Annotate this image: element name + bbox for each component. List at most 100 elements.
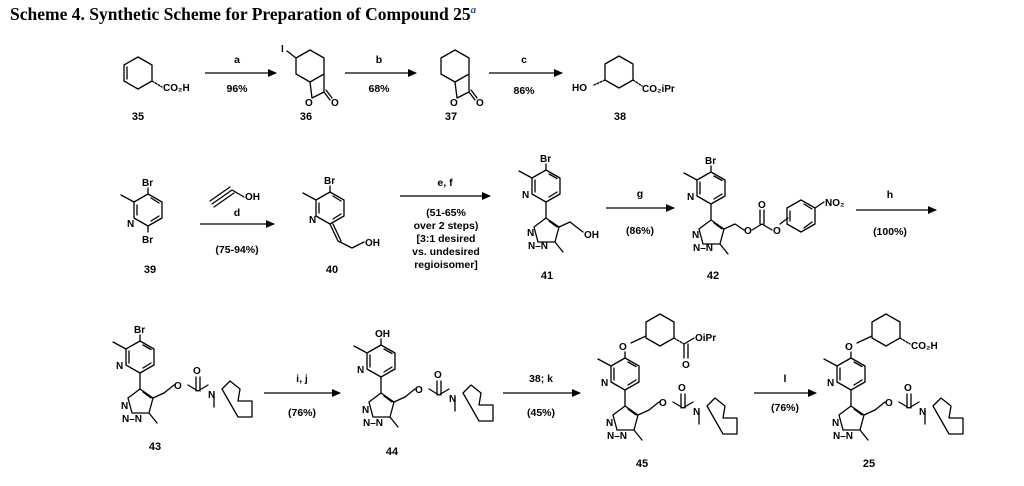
atom-n-n: N–N — [833, 431, 853, 442]
atom-nitrogen: N — [832, 418, 839, 429]
atom-nitrogen: N — [527, 228, 534, 239]
scheme-title-text: Scheme 4. Synthetic Scheme for Preparati… — [10, 4, 471, 24]
atom-oxygen: O — [659, 398, 667, 409]
compound-label-39: 39 — [144, 264, 156, 276]
arrow-ij: i, j (76%) — [264, 373, 341, 419]
atom-bromine: Br — [540, 154, 551, 165]
atom-oxygen: O — [331, 98, 339, 109]
atom-oipr: OiPr — [695, 333, 716, 344]
atom-nitrogen: N — [116, 361, 123, 372]
arrow-label-bottom: 86% — [513, 85, 535, 97]
atom-hydroxyl: OH — [365, 238, 380, 249]
compound-label-44: 44 — [386, 446, 399, 458]
arrow-b: b 68% — [345, 54, 417, 95]
atom-nitrogen: N — [601, 378, 608, 389]
atom-n-n: N–N — [693, 243, 713, 254]
compound-label-37: 37 — [445, 111, 457, 123]
arrow-c: c 86% — [489, 54, 563, 97]
arrow-label-bottom: (45%) — [527, 407, 555, 419]
atom-nitrogen: N — [208, 390, 215, 401]
atom-nitrogen: N — [687, 192, 694, 203]
compound-label-35: 35 — [132, 111, 144, 123]
compound-35: CO₂H 35 — [123, 56, 190, 123]
arrow-label-top: c — [521, 54, 527, 66]
arrow-k: 38; k (45%) — [503, 373, 581, 419]
compound-42: Br N NO₂ O O O N N–N 42 — [683, 156, 844, 282]
compound-label-43: 43 — [149, 441, 161, 453]
compound-45: O OiPr O N O O N N N–N 45 — [597, 313, 738, 470]
arrow-label-top: l — [784, 373, 787, 385]
arrow-label-top: b — [376, 54, 382, 66]
atom-oxygen: O — [415, 385, 423, 396]
atom-nitrogen: N — [606, 418, 613, 429]
atom-nitrogen: N — [692, 230, 699, 241]
compound-43: Br N O O N N N–N 43 — [112, 325, 253, 453]
compound-40: Br N OH 40 — [302, 176, 380, 276]
atom-oxygen: O — [682, 360, 690, 371]
arrow-label-top: h — [887, 189, 893, 201]
arrow-a: a 96% — [205, 54, 277, 95]
arrow-label-bottom: (100%) — [873, 226, 907, 238]
atom-oxygen: O — [744, 226, 752, 237]
compound-label-38: 38 — [614, 111, 626, 123]
atom-oxygen: O — [619, 342, 627, 353]
atom-co2h: CO₂H — [911, 341, 938, 352]
atom-oxygen: O — [773, 226, 781, 237]
arrow-label-bottom: (86%) — [626, 225, 654, 237]
arrow-note-line: regioisomer] — [414, 259, 478, 271]
atom-oxygen: O — [174, 381, 182, 392]
atom-bromine: Br — [705, 156, 716, 167]
arrow-h: h (100%) — [856, 189, 937, 238]
arrow-label-top: i, j — [296, 373, 308, 385]
arrow-label-bottom: 96% — [226, 83, 248, 95]
atom-ho: HO — [572, 83, 587, 94]
atom-n-n: N–N — [122, 414, 142, 425]
arrow-note-line: [3:1 desired — [417, 233, 476, 245]
compound-label-25: 25 — [863, 458, 875, 470]
arrow-label-top: g — [637, 188, 643, 200]
arrow-label-top: d — [234, 207, 240, 219]
atom-n-n: N–N — [607, 431, 627, 442]
compound-36: I O O 36 — [281, 44, 339, 123]
arrow-label-top: a — [234, 54, 240, 66]
atom-nitrogen: N — [357, 365, 364, 376]
atom-nitrogen: N — [121, 401, 128, 412]
atom-bromine: Br — [324, 176, 335, 187]
atom-oxygen: O — [758, 200, 766, 211]
arrow-note-line: over 2 steps) — [414, 220, 479, 232]
compound-label-45: 45 — [636, 458, 648, 470]
arrow-note-line: vs. undesired — [412, 246, 480, 258]
arrow-label-bottom: (76%) — [771, 402, 799, 414]
atom-oxygen: O — [193, 366, 201, 377]
compound-25: O CO₂H N O O N N N–N 25 — [823, 313, 964, 470]
compound-label-41: 41 — [541, 270, 553, 282]
atom-oxygen: O — [904, 383, 912, 394]
compound-41: Br N OH N N–N 41 — [518, 154, 599, 282]
atom-hydroxyl: OH — [375, 329, 390, 340]
arrow-label-bottom: (76%) — [288, 407, 316, 419]
arrow-label-bottom: 68% — [368, 83, 390, 95]
atom-nitrogen: N — [127, 219, 134, 230]
compound-37: O O 37 — [440, 49, 484, 123]
atom-hydroxyl: OH — [245, 192, 260, 203]
arrow-note-line: (51-65% — [426, 207, 466, 219]
compound-label-36: 36 — [300, 111, 312, 123]
scheme-title: Scheme 4. Synthetic Scheme for Preparati… — [10, 4, 476, 25]
atom-iodo: I — [281, 44, 284, 55]
atom-co2ipr: CO₂iPr — [642, 84, 675, 95]
atom-n-n: N–N — [528, 241, 548, 252]
compound-38: HO CO₂iPr 38 — [572, 55, 675, 123]
arrow-ef: e, f (51-65% over 2 steps) [3:1 desired … — [400, 177, 491, 271]
atom-hydroxyl: OH — [584, 230, 599, 241]
atom-nitrogen: N — [919, 407, 926, 418]
atom-oxygen: O — [845, 342, 853, 353]
atom-oxygen: O — [305, 98, 313, 109]
compound-39: Br N Br 39 — [120, 178, 163, 276]
arrow-label-bottom: (75-94%) — [215, 244, 258, 256]
atom-nitrogen: N — [522, 190, 529, 201]
atom-n-n: N–N — [363, 418, 383, 429]
compound-label-42: 42 — [707, 270, 719, 282]
arrow-l: l (76%) — [754, 373, 817, 414]
atom-oxygen: O — [476, 98, 484, 109]
